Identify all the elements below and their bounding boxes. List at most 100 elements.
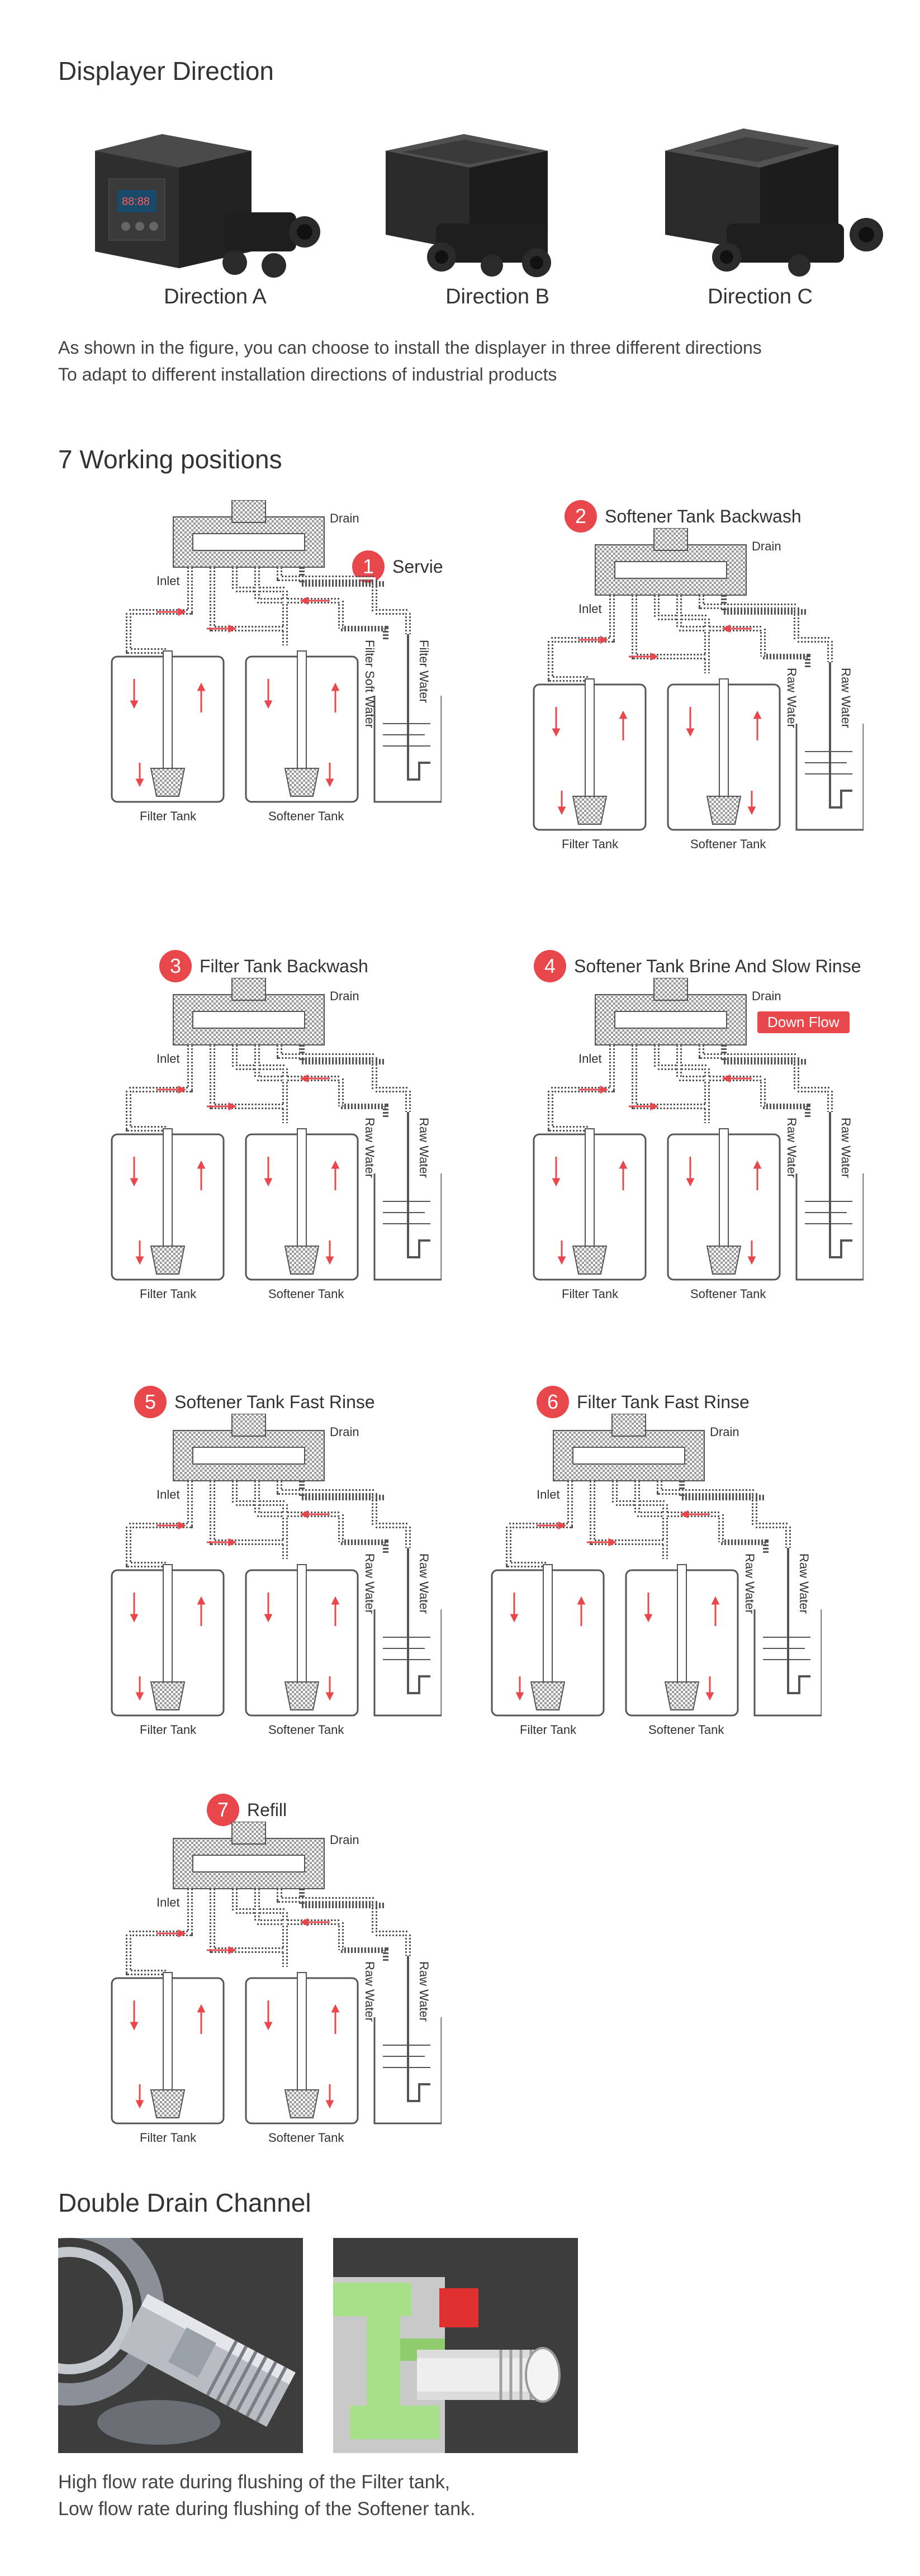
valve-body: [427, 224, 551, 277]
filter-tank: [533, 1128, 647, 1281]
softener-tank: [667, 678, 781, 831]
flow-arrows: [552, 624, 762, 815]
flow-diagram: [533, 528, 864, 831]
water-line-label-b: Raw Water: [417, 1961, 431, 2022]
filter-tank-label: Filter Tank: [140, 809, 197, 823]
valve-head: [173, 1822, 325, 1889]
softener-tank: [245, 650, 359, 803]
filter-tank-label: Filter Tank: [562, 1287, 619, 1301]
position-header: 2 Softener Tank Backwash: [565, 500, 802, 533]
position-number-badge: 5: [134, 1386, 167, 1418]
controller-image-c: [665, 129, 883, 277]
position-title: Softener Tank Backwash: [605, 506, 802, 526]
softener-tank: [245, 1128, 359, 1281]
controller-image-a: 88:88: [95, 134, 320, 278]
water-line-label-b: Raw Water: [839, 1118, 853, 1178]
softener-tank-label: Softener Tank: [268, 1287, 344, 1301]
position-header: 7 Refill: [207, 1794, 287, 1826]
filter-tank: [111, 1972, 225, 2125]
position-number-badge: 4: [534, 950, 566, 982]
drain-description-1: High flow rate during flushing of the Fi…: [58, 2472, 450, 2493]
filter-tank-label: Filter Tank: [520, 1723, 577, 1737]
displayer-description-1: As shown in the figure, you can choose t…: [58, 338, 762, 358]
water-line-label-a: Filter Soft Water: [363, 640, 377, 729]
softener-tank: [245, 1564, 359, 1717]
displayer-description-2: To adapt to different installation direc…: [58, 364, 557, 384]
position-header: 6 Filter Tank Fast Rinse: [537, 1386, 750, 1418]
water-line-label-b: Raw Water: [797, 1553, 811, 1614]
flow-arrows: [510, 1510, 720, 1701]
filter-tank-label: Filter Tank: [140, 1287, 197, 1301]
brine-tank: [373, 1112, 442, 1281]
section-title-double-drain: Double Drain Channel: [58, 2188, 311, 2217]
valve-body: [222, 212, 320, 278]
direction-a-caption: Direction A: [164, 285, 267, 308]
position-title: Refill: [247, 1799, 287, 1820]
position-title: Softener Tank Brine And Slow Rinse: [574, 956, 861, 976]
valve-head: [595, 528, 747, 596]
inlet-label: Inlet: [157, 1487, 180, 1501]
flow-arrows: [130, 1510, 340, 1701]
direction-c-caption: Direction C: [708, 285, 813, 308]
position-header: 4 Softener Tank Brine And Slow Rinse: [534, 950, 861, 982]
softener-tank-label: Softener Tank: [268, 2131, 344, 2145]
flow-diagram: [111, 1822, 442, 2125]
water-line-label-a: Raw Water: [785, 668, 799, 728]
section-title-displayer: Displayer Direction: [58, 56, 274, 85]
softener-tank: [245, 1972, 359, 2125]
water-line-label-b: Raw Water: [417, 1553, 431, 1614]
filter-tank: [111, 650, 225, 803]
flow-arrows: [130, 596, 340, 787]
water-line-label-b: Raw Water: [417, 1118, 431, 1178]
drain-cad-image: [333, 2238, 578, 2453]
filter-tank-label: Filter Tank: [562, 837, 619, 851]
drain-label: Drain: [330, 1833, 359, 1847]
working-position-5: 5 Softener Tank Fast Rinse: [95, 1386, 442, 1788]
water-line-label-b: Filter Water: [417, 640, 431, 703]
position-header: 3 Filter Tank Backwash: [159, 950, 368, 982]
position-header: 5 Softener Tank Fast Rinse: [134, 1386, 375, 1418]
flow-diagram: [533, 978, 864, 1281]
position-title: Filter Tank Backwash: [200, 956, 368, 976]
drain-label: Drain: [710, 1425, 739, 1439]
softener-tank-label: Softener Tank: [268, 809, 344, 823]
drain-label: Drain: [330, 511, 359, 525]
softener-tank: [625, 1564, 739, 1717]
brine-tank: [795, 1112, 864, 1281]
valve-body: [712, 218, 883, 277]
inlet-label: Inlet: [157, 1052, 180, 1066]
brine-tank: [373, 1548, 442, 1717]
water-line-label-a: Raw Water: [785, 1118, 799, 1178]
drain-label: Drain: [752, 539, 781, 553]
position-number-badge: 1: [352, 550, 385, 583]
working-position-4: 4 Softener Tank Brine And Slow Rinse: [517, 950, 864, 1352]
inlet-label: Inlet: [578, 1052, 602, 1066]
filter-tank-label: Filter Tank: [140, 1723, 197, 1737]
flow-arrows: [552, 1074, 762, 1265]
softener-tank-label: Softener Tank: [690, 837, 766, 851]
filter-tank: [533, 678, 647, 831]
drain-render-image: [58, 2238, 303, 2453]
softener-tank-label: Softener Tank: [690, 1287, 766, 1301]
brine-tank: [373, 1956, 442, 2125]
section-title-working-positions: 7 Working positions: [58, 445, 282, 474]
valve-head: [595, 978, 747, 1045]
position-number-badge: 6: [537, 1386, 569, 1418]
direction-b-caption: Direction B: [445, 285, 549, 308]
valve-head: [173, 500, 325, 568]
drain-label: Drain: [752, 989, 781, 1003]
filter-tank-label: Filter Tank: [140, 2131, 197, 2145]
water-line-label-a: Raw Water: [743, 1553, 757, 1614]
softener-tank: [667, 1128, 781, 1281]
softener-tank-label: Softener Tank: [648, 1723, 724, 1737]
inlet-label: Inlet: [157, 1895, 180, 1909]
flow-arrows: [130, 1918, 340, 2109]
position-number-badge: 2: [565, 500, 597, 533]
working-position-2: 2 Softener Tank Backwash: [517, 500, 864, 902]
filter-tank: [111, 1128, 225, 1281]
controller-body: [665, 129, 838, 251]
flow-arrows: [130, 1074, 340, 1265]
controller-image-b: [386, 134, 551, 277]
working-position-3: 3 Filter Tank Backwash: [95, 950, 442, 1352]
position-title: Filter Tank Fast Rinse: [577, 1391, 750, 1412]
